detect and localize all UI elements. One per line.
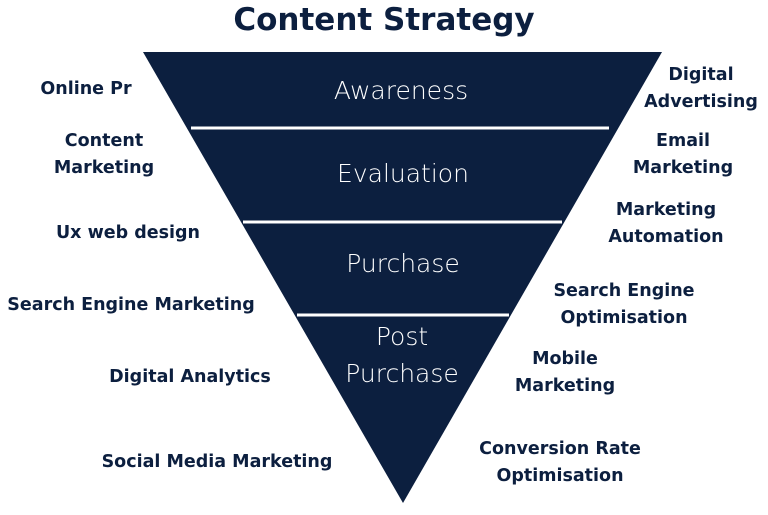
left-label: Digital Analytics bbox=[109, 367, 271, 387]
left-label: Social Media Marketing bbox=[101, 452, 333, 472]
left-label: Content Marketing bbox=[53, 131, 155, 178]
funnel-triangle bbox=[143, 52, 662, 503]
diagram-title: Content Strategy bbox=[233, 2, 535, 38]
left-label: Search Engine Marketing bbox=[7, 295, 255, 315]
left-label: Ux web design bbox=[55, 223, 201, 243]
right-label: Mobile Marketing bbox=[514, 349, 616, 396]
right-label: Email Marketing bbox=[632, 131, 734, 178]
right-label: Search Engine Optimisation bbox=[553, 281, 695, 328]
right-label: Conversion Rate Optimisation bbox=[479, 439, 641, 486]
right-label: Digital Advertising bbox=[644, 65, 758, 112]
right-label: Marketing Automation bbox=[608, 200, 724, 247]
left-label: Online Pr bbox=[40, 79, 132, 99]
stage-post-purchase: Post Purchase bbox=[345, 322, 459, 388]
stage-awareness: Awareness bbox=[333, 76, 469, 105]
stage-evaluation: Evaluation bbox=[337, 159, 469, 188]
stage-purchase: Purchase bbox=[346, 249, 460, 278]
